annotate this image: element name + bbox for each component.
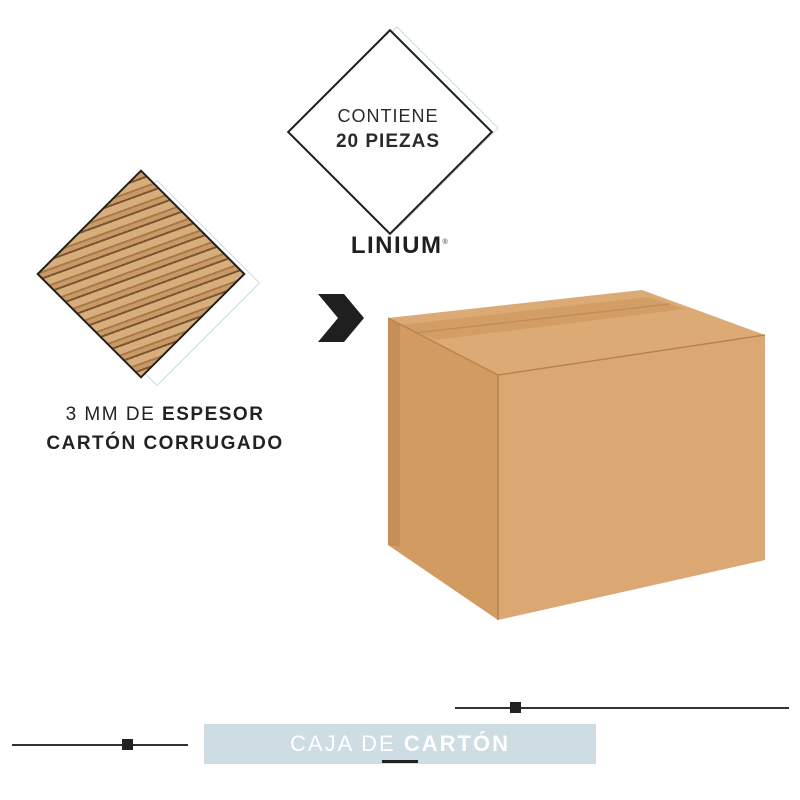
feature-material: CARTÓN CORRUGADO [46,433,284,454]
feature-bold: ESPESOR [162,404,265,425]
footer-title: CAJA DE CARTÓN [204,731,596,757]
badge-line1: CONTIENE [337,106,439,126]
feature-prefix: 3 MM DE [65,404,156,425]
brand-name: LINIUM [350,232,443,259]
footer-banner [204,724,596,764]
footer-underline [382,760,418,763]
cardboard-box-image [387,290,766,620]
badge-line2: 20 PIEZAS [335,131,441,152]
divider-square-right [510,702,521,713]
corrugated-cardboard-image [36,169,246,379]
footer-word2: CARTÓN [403,731,510,756]
divider-line-left [12,744,188,746]
divider-line-right [455,707,789,709]
divider-square-left [122,739,133,750]
feature-thickness: 3 MM DE ESPESOR [30,404,300,426]
brand-mark: ® [442,239,450,246]
footer-word1: CAJA DE [290,731,396,756]
brand-logo: LINIUM® [330,232,470,260]
chevron-right-icon [318,294,364,342]
